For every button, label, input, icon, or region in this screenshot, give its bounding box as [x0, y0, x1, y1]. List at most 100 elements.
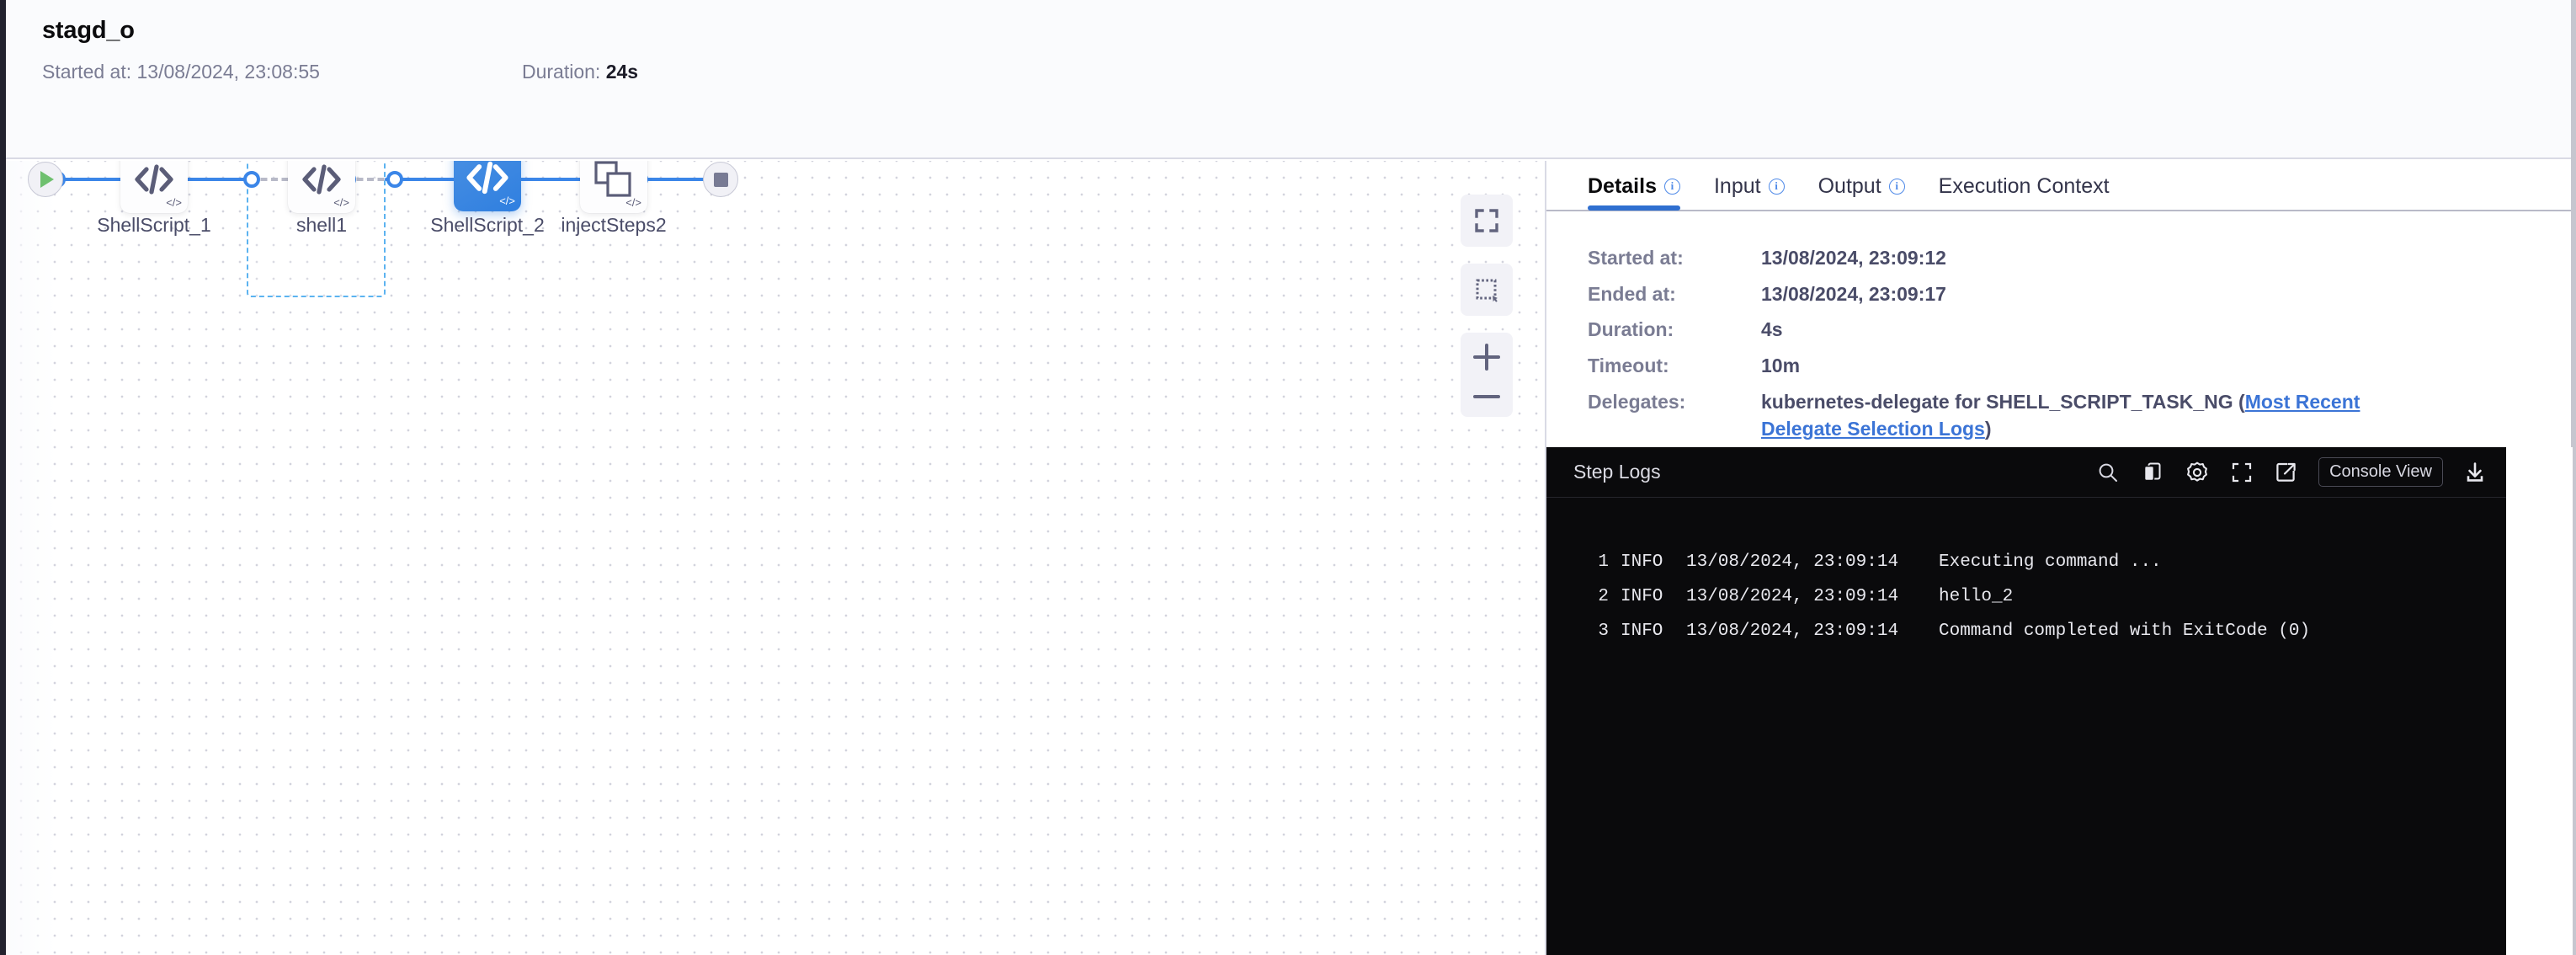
detail-label: Started at:	[1588, 247, 1684, 269]
step-node-label-shell1: shell1	[295, 214, 348, 236]
step-node-label-shellscript2: ShellScript_2	[430, 214, 545, 236]
log-message: Executing command ...	[1939, 552, 2162, 572]
detail-label: Timeout:	[1588, 355, 1669, 377]
edge-group-in-dashed	[250, 178, 299, 181]
download-icon[interactable]	[2462, 460, 2488, 485]
delegates-suffix: )	[1984, 417, 1992, 440]
step-logs-panel: Step Logs	[1546, 447, 2506, 955]
log-line: 1 INFO 13/08/2024, 23:09:14 Executing co…	[1546, 545, 2506, 579]
log-line-number: 3	[1598, 622, 1609, 641]
edge-injectsteps2-to-end	[636, 178, 716, 181]
zoom-buttons[interactable]	[1461, 333, 1513, 417]
edge-start-to-shellscript1	[55, 178, 132, 181]
app-left-rail	[0, 0, 6, 955]
started-at-value: 13/08/2024, 23:08:55	[136, 61, 320, 83]
log-line-number: 2	[1598, 587, 1609, 606]
info-icon[interactable]: i	[1663, 178, 1680, 195]
detail-label: Duration:	[1588, 318, 1674, 341]
tab-execution-context-label: Execution Context	[1938, 173, 2110, 198]
canvas-controls	[1461, 195, 1513, 434]
page-right-border	[2571, 0, 2576, 955]
log-message: Command completed with ExitCode (0)	[1939, 622, 2311, 641]
code-corner-icon: </>	[499, 195, 515, 207]
detail-row-started-at: Started at: 13/08/2024, 23:09:12	[1588, 245, 2571, 272]
delegates-text: kubernetes-delegate for SHELL_SCRIPT_TAS…	[1761, 390, 2245, 413]
log-level: INFO	[1621, 587, 1663, 606]
log-line-number: 1	[1598, 552, 1609, 572]
started-at-meta: Started at: 13/08/2024, 23:08:55	[42, 61, 320, 83]
panel-tabs: Details i Input i Output i Execution Con…	[1546, 161, 2571, 211]
tab-details[interactable]: Details i	[1588, 161, 1680, 211]
port-group-out[interactable]	[386, 171, 403, 188]
code-icon	[135, 164, 173, 195]
tab-details-label: Details	[1588, 173, 1657, 198]
copy-icon[interactable]	[2140, 460, 2165, 485]
step-node-label-shellscript1: ShellScript_1	[97, 214, 211, 236]
detail-label: Delegates:	[1588, 390, 1686, 413]
info-icon[interactable]: i	[1768, 178, 1785, 195]
code-icon	[466, 161, 508, 195]
tab-input-label: Input	[1713, 173, 1761, 198]
log-line: 3 INFO 13/08/2024, 23:09:14 Command comp…	[1546, 614, 2506, 648]
detail-row-duration: Duration: 4s	[1588, 317, 2571, 344]
code-corner-icon: </>	[333, 196, 349, 209]
edge-shellscript2-to-injectsteps2	[508, 178, 591, 181]
zoom-out-button[interactable]	[1461, 381, 1513, 417]
info-icon[interactable]: i	[1888, 178, 1905, 195]
step-details-panel: Details i Input i Output i Execution Con…	[1545, 161, 2573, 955]
end-node[interactable]	[703, 162, 738, 197]
step-node-shellscript1[interactable]: </>	[120, 161, 188, 213]
detail-value: 13/08/2024, 23:09:12	[1761, 247, 1946, 269]
duration-meta: Duration: 24s	[522, 61, 638, 83]
pipeline-graph-canvas[interactable]: injectSteps1	[6, 161, 1543, 955]
step-logs-toolbar: Step Logs	[1546, 447, 2506, 498]
logs-right-gutter	[2506, 447, 2573, 955]
delegate-selection-logs-link[interactable]: Most Recent Delegate Selection Logs	[1761, 390, 2360, 440]
play-icon	[40, 171, 54, 188]
zoom-in-button[interactable]	[1461, 333, 1513, 381]
search-icon[interactable]	[2095, 460, 2121, 485]
log-timestamp: 13/08/2024, 23:09:14	[1686, 552, 1899, 572]
code-icon	[302, 164, 341, 195]
console-view-button[interactable]: Console View	[2318, 457, 2443, 487]
detail-row-delegates: Delegates: kubernetes-delegate for SHELL…	[1588, 389, 2571, 442]
step-node-shellscript2[interactable]: </>	[454, 161, 521, 211]
duration-label: Duration:	[522, 61, 601, 83]
selection-marquee-icon	[1476, 279, 1498, 302]
tab-output[interactable]: Output i	[1818, 161, 1905, 210]
edge-group-to-shellscript2	[385, 178, 462, 181]
log-timestamp: 13/08/2024, 23:09:14	[1686, 587, 1899, 606]
expand-icon[interactable]	[2229, 460, 2254, 485]
detail-row-ended-at: Ended at: 13/08/2024, 23:09:17	[1588, 281, 2571, 308]
start-node[interactable]	[28, 162, 63, 197]
edge-shellscript1-out	[177, 178, 257, 181]
fit-to-screen-button[interactable]	[1461, 195, 1513, 247]
step-node-label-injectsteps2: injectSteps2	[561, 214, 667, 236]
detail-value: 4s	[1761, 318, 1783, 341]
code-corner-icon: </>	[625, 196, 641, 209]
step-group-icon	[594, 161, 631, 197]
gear-icon[interactable]	[2185, 460, 2210, 485]
log-output[interactable]: 1 INFO 13/08/2024, 23:09:14 Executing co…	[1546, 498, 2506, 648]
step-logs-actions: Console View	[2095, 457, 2488, 487]
tab-output-label: Output	[1818, 173, 1881, 198]
zoom-out-icon	[1473, 395, 1500, 398]
external-link-icon[interactable]	[2274, 460, 2299, 485]
step-node-injectsteps2[interactable]: </>	[580, 161, 647, 213]
log-line: 2 INFO 13/08/2024, 23:09:14 hello_2	[1546, 579, 2506, 614]
selection-marquee-button[interactable]	[1461, 264, 1513, 316]
step-node-shell1[interactable]: </>	[288, 161, 355, 213]
detail-label: Ended at:	[1588, 282, 1676, 305]
tab-execution-context[interactable]: Execution Context	[1939, 161, 2110, 210]
port-group-in[interactable]	[243, 171, 260, 188]
duration-value: 24s	[605, 61, 639, 83]
page-title: stagd_o	[42, 17, 135, 44]
log-level: INFO	[1621, 552, 1663, 572]
code-corner-icon: </>	[166, 196, 182, 209]
fit-to-screen-icon	[1475, 209, 1498, 232]
log-message: hello_2	[1939, 587, 2014, 606]
detail-row-timeout: Timeout: 10m	[1588, 353, 2571, 380]
detail-value-delegates: kubernetes-delegate for SHELL_SCRIPT_TAS…	[1761, 389, 2426, 442]
tab-input[interactable]: Input i	[1714, 161, 1785, 210]
step-logs-title: Step Logs	[1573, 461, 1661, 483]
